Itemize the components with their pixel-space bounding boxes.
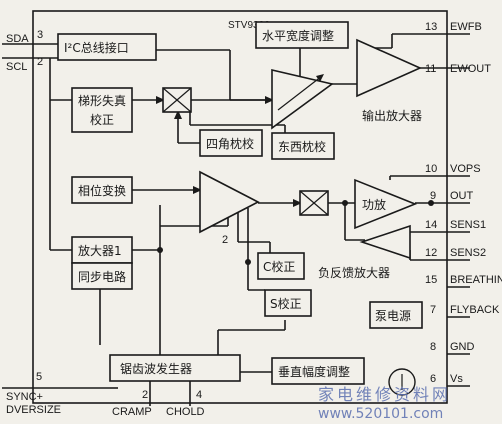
svg-text:东西枕校: 东西枕校 bbox=[278, 139, 326, 154]
ew-amplifier bbox=[271, 68, 334, 130]
pin-num-vs: 6 bbox=[430, 373, 436, 385]
pin-name-sync-l2: DVERSIZE bbox=[6, 404, 61, 416]
pin-name-vops: VOPS bbox=[450, 163, 481, 175]
right-pins: 13 EWFB 11 EWOUT 10 VOPS 9 OUT 14 SENS1 … bbox=[425, 21, 502, 385]
pin-num-sda: 3 bbox=[37, 29, 43, 41]
pin-num-ewout: 11 bbox=[425, 63, 436, 75]
label-output-amp: 输出放大器 bbox=[362, 108, 422, 123]
pin-name-chold: CHOLD bbox=[166, 406, 205, 418]
pin-num-scl: 2 bbox=[37, 56, 43, 68]
pin-name-gnd: GND bbox=[450, 341, 475, 353]
pin-name-sync-l1: SYNC+ bbox=[6, 391, 43, 403]
svg-text:泵电源: 泵电源 bbox=[375, 309, 411, 323]
svg-text:同步电路: 同步电路 bbox=[78, 269, 126, 284]
internal-label: 2 bbox=[222, 234, 228, 246]
block-sawtooth: 锯齿波发生器 bbox=[109, 354, 241, 382]
watermark-logo bbox=[388, 368, 416, 396]
pin-num-ewfb: 13 bbox=[425, 21, 437, 33]
chip-outline bbox=[32, 10, 448, 404]
pin-num-out: 9 bbox=[430, 190, 436, 202]
pin-name-flyback: FLYBACK bbox=[450, 304, 500, 316]
block-c-correction: C校正 bbox=[257, 252, 305, 280]
pin-num-breathing: 15 bbox=[425, 274, 437, 286]
output-amplifier bbox=[356, 38, 422, 98]
pin-name-sens2: SENS2 bbox=[450, 247, 486, 259]
svg-text:S校正: S校正 bbox=[270, 296, 302, 311]
block-sync: 同步电路 bbox=[71, 262, 133, 290]
pin-name-cramp: CRAMP bbox=[112, 406, 152, 418]
block-pump: 泵电源 bbox=[369, 301, 423, 329]
pin-name-ewout: EWOUT bbox=[450, 63, 491, 75]
block-corner: 四角枕校 bbox=[199, 129, 263, 157]
block-amp1: 放大器1 bbox=[71, 236, 133, 264]
block-s-correction: S校正 bbox=[264, 289, 312, 317]
multiplier-1 bbox=[162, 87, 192, 113]
multiplier-2 bbox=[299, 190, 329, 216]
pin-num-sens1: 14 bbox=[425, 219, 437, 231]
label-fb-amp: 负反馈放大器 bbox=[318, 265, 390, 280]
block-vertical-amplitude: 垂直幅度调整 bbox=[271, 357, 365, 385]
block-trapezoid: 梯形失真 校正 bbox=[71, 87, 133, 133]
svg-text:校正: 校正 bbox=[90, 112, 114, 127]
block-phase: 相位变换 bbox=[71, 176, 133, 204]
svg-text:相位变换: 相位变换 bbox=[78, 183, 126, 198]
svg-text:四角枕校: 四角枕校 bbox=[206, 136, 254, 151]
svg-text:放大器1: 放大器1 bbox=[78, 243, 122, 258]
pin-name-breathing: BREATHING bbox=[450, 274, 502, 286]
block-i2c: I²C总线接口 bbox=[57, 33, 157, 61]
pin-num-sens2: 12 bbox=[425, 247, 437, 259]
chip-name: STV9306 bbox=[228, 20, 270, 31]
pin-name-scl: SCL bbox=[6, 61, 27, 73]
block-ew: 东西枕校 bbox=[271, 132, 335, 160]
pin-name-sens1: SENS1 bbox=[450, 219, 486, 231]
block-hwidth: 水平宽度调整 bbox=[255, 21, 349, 49]
svg-text:垂直幅度调整: 垂直幅度调整 bbox=[278, 364, 350, 379]
watermark-url: www.520101.com bbox=[318, 406, 443, 422]
svg-text:C校正: C校正 bbox=[263, 259, 295, 274]
power-amplifier: 功放 bbox=[354, 178, 418, 230]
svg-text:水平宽度调整: 水平宽度调整 bbox=[262, 28, 334, 43]
pin-name-out: OUT bbox=[450, 190, 474, 202]
pin-num-sync: 5 bbox=[36, 371, 42, 383]
svg-text:锯齿波发生器: 锯齿波发生器 bbox=[120, 361, 192, 376]
svg-text:功放: 功放 bbox=[362, 197, 386, 212]
pin-num-cramp: 2 bbox=[142, 389, 148, 401]
pin-num-gnd: 8 bbox=[430, 341, 436, 353]
pin-num-vops: 10 bbox=[425, 163, 437, 175]
svg-text:梯形失真: 梯形失真 bbox=[78, 93, 126, 108]
pin-name-vs: Vs bbox=[450, 373, 463, 385]
svg-text:I²C总线接口: I²C总线接口 bbox=[64, 40, 129, 55]
watermark-text: 家电维修资料网 bbox=[318, 385, 451, 404]
pin-num-chold: 4 bbox=[196, 389, 202, 401]
pin-name-ewfb: EWFB bbox=[450, 21, 482, 33]
main-amplifier bbox=[199, 170, 260, 234]
pin-num-flyback: 7 bbox=[430, 304, 436, 316]
pin-name-sda: SDA bbox=[6, 33, 29, 45]
feedback-amplifier bbox=[359, 224, 411, 260]
